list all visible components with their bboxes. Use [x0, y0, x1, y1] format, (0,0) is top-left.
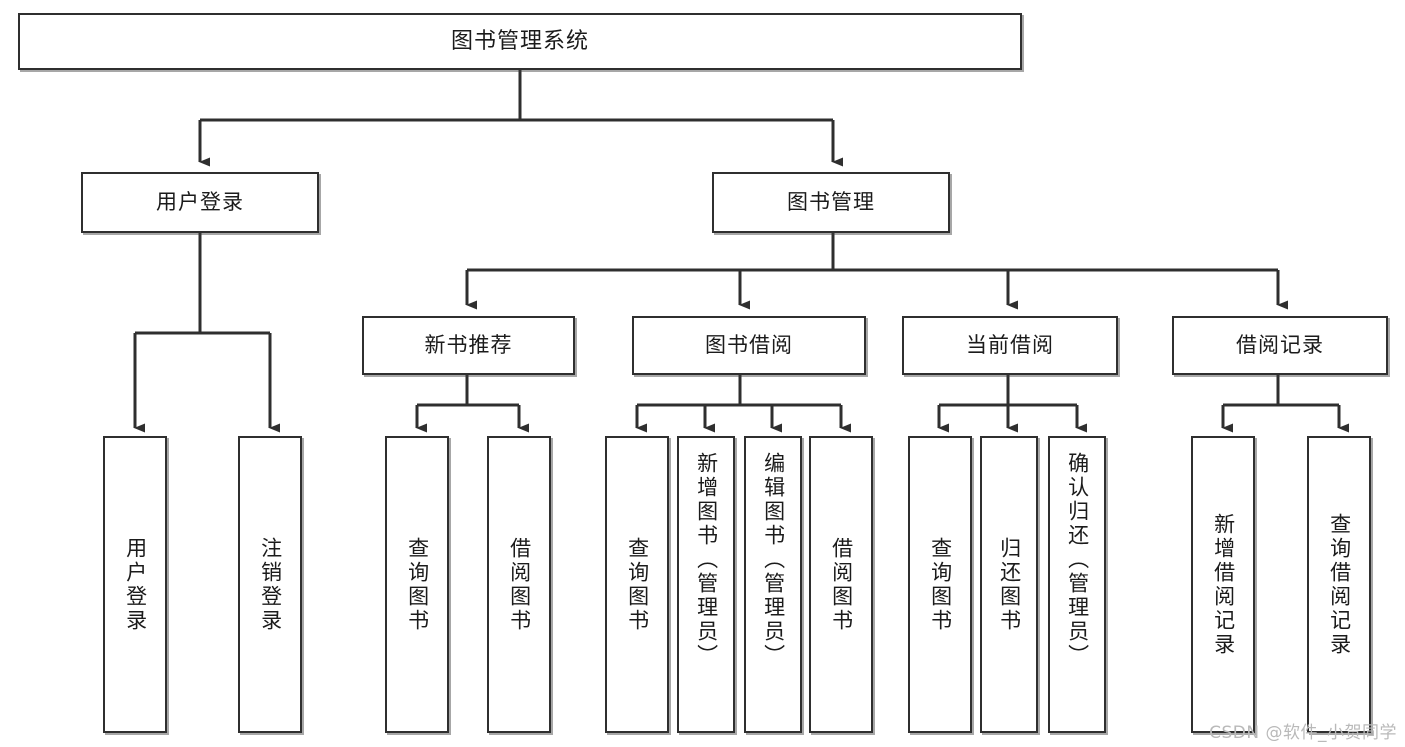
node-root[interactable]: 图书管理系统 — [18, 13, 1022, 70]
node-leaf-return-book-label: 归还图书 — [997, 536, 1022, 633]
node-borrow-record-label: 借阅记录 — [1236, 333, 1324, 358]
node-leaf-logout-label: 注销登录 — [258, 536, 283, 633]
node-book-manage[interactable]: 图书管理 — [712, 172, 950, 233]
node-leaf-edit-book-label: 编辑图书（管理员） — [761, 452, 786, 668]
node-leaf-logout[interactable]: 注销登录 — [238, 436, 302, 733]
node-book-manage-label: 图书管理 — [787, 190, 875, 215]
node-leaf-query-book-borrow-label: 查询图书 — [625, 536, 650, 633]
node-leaf-query-book-recommend[interactable]: 查询图书 — [385, 436, 449, 733]
node-leaf-confirm-return-label: 确认归还（管理员） — [1065, 452, 1090, 668]
node-leaf-query-borrow-record[interactable]: 查询借阅记录 — [1307, 436, 1371, 733]
node-leaf-add-borrow-record-label: 新增借阅记录 — [1211, 512, 1236, 657]
node-current-borrow[interactable]: 当前借阅 — [902, 316, 1118, 375]
node-leaf-user-login[interactable]: 用户登录 — [103, 436, 167, 733]
node-leaf-borrow-book-label: 借阅图书 — [829, 536, 854, 633]
node-borrow-record[interactable]: 借阅记录 — [1172, 316, 1388, 375]
node-leaf-query-book-recommend-label: 查询图书 — [405, 536, 430, 633]
node-new-book-recommend[interactable]: 新书推荐 — [362, 316, 575, 375]
node-user-login-label: 用户登录 — [156, 190, 244, 215]
node-leaf-edit-book[interactable]: 编辑图书（管理员） — [744, 436, 802, 733]
node-leaf-add-book-label: 新增图书（管理员） — [694, 452, 719, 668]
node-user-login[interactable]: 用户登录 — [81, 172, 319, 233]
node-leaf-query-book-current-label: 查询图书 — [928, 536, 953, 633]
node-leaf-query-book-borrow[interactable]: 查询图书 — [605, 436, 669, 733]
node-leaf-confirm-return[interactable]: 确认归还（管理员） — [1048, 436, 1106, 733]
node-leaf-query-book-current[interactable]: 查询图书 — [908, 436, 972, 733]
node-leaf-borrow-book-recommend-label: 借阅图书 — [507, 536, 532, 633]
node-leaf-add-borrow-record[interactable]: 新增借阅记录 — [1191, 436, 1255, 733]
node-leaf-query-borrow-record-label: 查询借阅记录 — [1327, 512, 1352, 657]
node-root-label: 图书管理系统 — [450, 28, 589, 54]
node-leaf-return-book[interactable]: 归还图书 — [980, 436, 1038, 733]
node-current-borrow-label: 当前借阅 — [966, 333, 1054, 358]
node-book-borrow[interactable]: 图书借阅 — [632, 316, 866, 375]
node-new-book-recommend-label: 新书推荐 — [424, 333, 513, 358]
node-leaf-borrow-book[interactable]: 借阅图书 — [809, 436, 873, 733]
node-leaf-add-book[interactable]: 新增图书（管理员） — [677, 436, 735, 733]
node-leaf-borrow-book-recommend[interactable]: 借阅图书 — [487, 436, 551, 733]
node-book-borrow-label: 图书借阅 — [705, 333, 793, 358]
node-leaf-user-login-label: 用户登录 — [123, 536, 148, 633]
